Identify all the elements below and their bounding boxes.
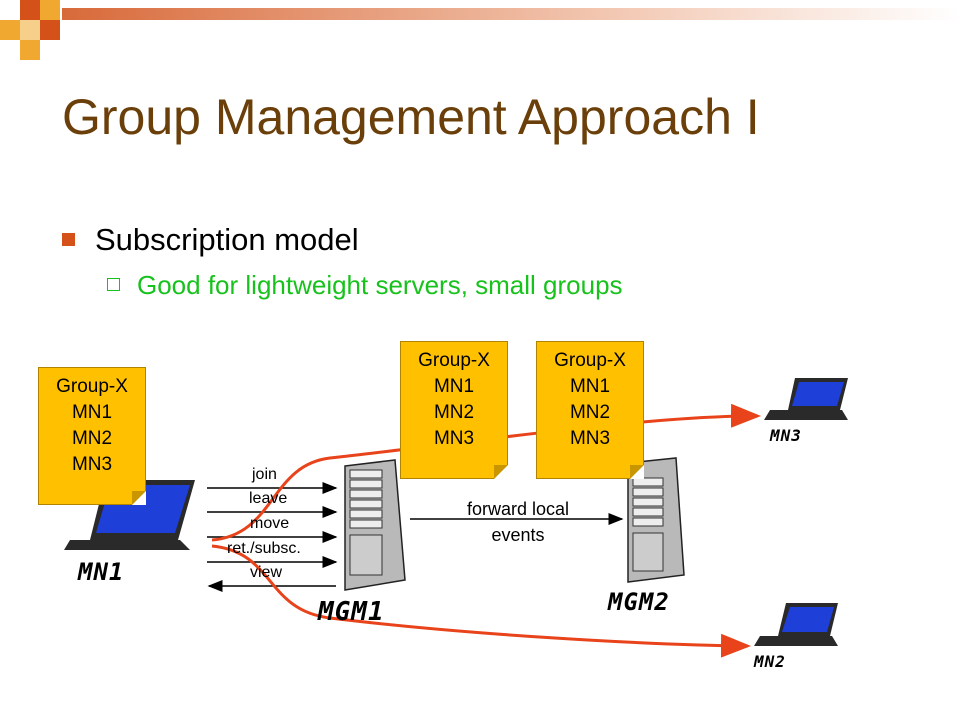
mgm2-server-icon [627, 457, 685, 583]
node-label-mn1: MN1 [78, 558, 125, 586]
bullet-square-icon [62, 233, 75, 246]
header-gradient-bar [62, 8, 960, 20]
message-move: move [250, 515, 290, 532]
node-label-mn3: MN3 [770, 426, 802, 445]
group-note-mn1: Group-X MN1 MN2 MN3 [38, 367, 146, 505]
mgm1-server-icon [344, 459, 406, 591]
group-note-mgm1: Group-X MN1 MN2 MN3 [400, 341, 508, 479]
node-label-mn2: MN2 [754, 652, 786, 671]
mn3-laptop-icon [764, 378, 848, 420]
corner-decoration [0, 0, 960, 60]
page-title: Group Management Approach I [62, 89, 760, 145]
message-join: join [252, 466, 277, 483]
message-leave: leave [249, 490, 288, 507]
bullet-box-icon [107, 278, 120, 291]
message-view: view [250, 564, 283, 581]
forward-label: forward local events [466, 499, 570, 545]
node-label-mgm2: MGM2 [608, 588, 670, 616]
mn2-laptop-icon [754, 603, 838, 646]
group-note-mgm2: Group-X MN1 MN2 MN3 [536, 341, 644, 479]
message-ret-subsc: ret./subsc. [227, 540, 301, 557]
node-label-mgm1: MGM1 [318, 597, 385, 627]
